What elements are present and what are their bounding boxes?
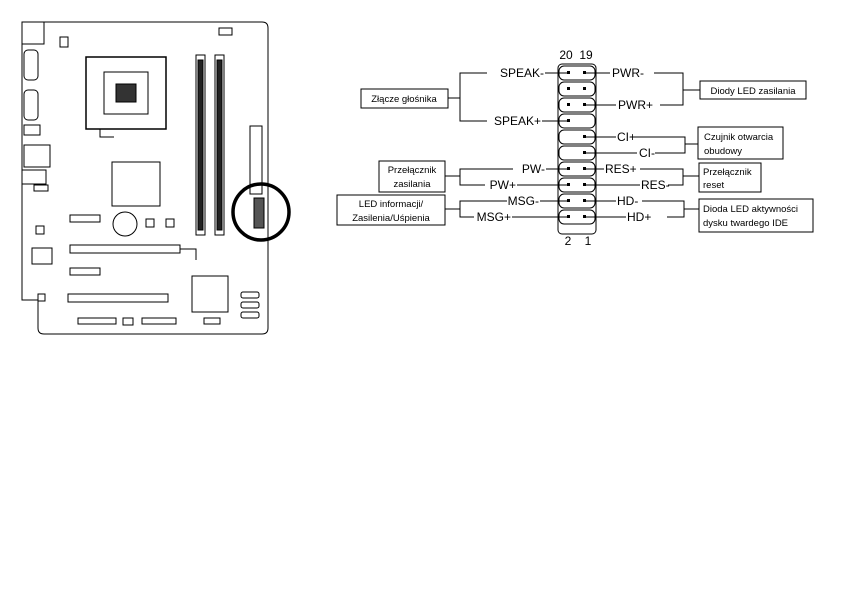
- atx-power-connector: [249, 125, 263, 195]
- pin: [567, 199, 570, 202]
- chassis-intrusion-label-line-1: Czujnik otwarcia: [704, 132, 774, 143]
- hdd-led-label-box: [698, 198, 814, 233]
- dimm-slot-2: [214, 54, 225, 236]
- sata-connector-2: [240, 301, 260, 309]
- pcie-x1-slot-1: [69, 214, 101, 223]
- pin: [567, 87, 570, 90]
- pcie-x1-slot-2: [69, 267, 101, 276]
- rear-io-usb: [23, 124, 41, 136]
- signal-speak-plus: SPEAK+: [494, 114, 541, 128]
- power-switch-label-line-1: Przełącznik: [388, 165, 437, 176]
- signal-res-minus: RES-: [641, 178, 670, 192]
- pin-number-20: 20: [559, 48, 573, 62]
- message-led-label-line-2: Zasilenia/Uśpienia: [352, 213, 430, 224]
- board-outline: [21, 21, 269, 335]
- sata-connector-1: [240, 291, 260, 299]
- signal-pwr-minus: PWR-: [612, 66, 644, 80]
- cpu-die: [115, 83, 137, 103]
- bottom-header-4: [203, 317, 221, 325]
- power-led-label: Diody LED zasilania: [710, 86, 796, 97]
- pin: [567, 167, 570, 170]
- motherboard-layout: [21, 21, 291, 335]
- pin-rows: [558, 65, 596, 225]
- small-square-left-2: [37, 293, 46, 302]
- rear-io-ps2: [21, 21, 45, 45]
- rear-io-audio: [21, 169, 47, 185]
- bottom-header-1: [77, 317, 117, 325]
- message-led-label-box: [336, 194, 446, 226]
- cpu-socket-inner: [103, 71, 149, 115]
- dimm-slot-2-fill: [216, 59, 223, 231]
- io-chip: [31, 247, 53, 265]
- pin: [567, 215, 570, 218]
- dimm-slot-1: [195, 54, 206, 236]
- pci-slot: [67, 293, 169, 303]
- power-switch-label-line-2: zasilania: [394, 179, 432, 190]
- power-led-label-box: [699, 80, 807, 100]
- cmos-battery: [112, 211, 138, 237]
- front-panel-header-highlight: [231, 182, 291, 242]
- hdd-led-label-line-2: dysku twardego IDE: [703, 218, 788, 229]
- signal-res-plus: RES+: [605, 162, 637, 176]
- signal-hd-minus: HD-: [617, 194, 638, 208]
- cpu-fan-header: [218, 27, 233, 36]
- label-boxes: [336, 80, 814, 233]
- chassis-intrusion-label-box: [697, 126, 784, 160]
- pin-number-2: 2: [565, 234, 572, 248]
- bottom-header-3: [141, 317, 177, 325]
- connector-lines: [445, 72, 700, 218]
- pin-row: [558, 81, 596, 97]
- signal-msg-minus: MSG-: [508, 194, 539, 208]
- hdd-led-label-line-1: Dioda LED aktywności: [703, 204, 798, 215]
- pin: [567, 119, 570, 122]
- pin-number-1: 1: [585, 234, 592, 248]
- pin: [567, 71, 570, 74]
- signal-hd-plus: HD+: [627, 210, 651, 224]
- cpu-lever: [99, 129, 114, 138]
- pin-header: [557, 63, 597, 235]
- signal-pw-plus: PW+: [490, 178, 516, 192]
- speaker-label: Złącze głośnika: [371, 94, 437, 105]
- signal-pwr-plus: PWR+: [618, 98, 653, 112]
- signal-msg-plus: MSG+: [477, 210, 511, 224]
- speaker-label-box: [360, 88, 449, 109]
- rear-io-audio-2: [33, 184, 49, 192]
- rear-io-vga: [23, 49, 39, 81]
- northbridge-chipset: [111, 161, 161, 207]
- dimm-slot-1-fill: [197, 59, 204, 231]
- rear-io-dvi: [23, 89, 39, 121]
- atx-12v-connector: [59, 36, 69, 48]
- signal-speak-minus: SPEAK-: [500, 66, 544, 80]
- sata-connector-3: [240, 311, 260, 319]
- pin-number-labels: 20 19 2 1: [559, 48, 593, 248]
- reset-switch-label-line-1: Przełącznik: [703, 167, 752, 178]
- reset-switch-label-box: [698, 162, 762, 193]
- pin-number-19: 19: [579, 48, 593, 62]
- small-square-left: [35, 225, 45, 235]
- southbridge-chipset: [191, 275, 229, 313]
- reset-switch-label-line-2: reset: [703, 180, 724, 191]
- signal-labels: SPEAK- SPEAK+ PWR- PWR+ CI+ CI- PW- PW+ …: [477, 66, 670, 224]
- header-outline: [557, 63, 597, 235]
- small-chip-2: [165, 218, 175, 228]
- power-switch-label-box: [378, 160, 446, 193]
- bottom-header-2: [122, 317, 134, 326]
- description-labels: Złącze głośnika Diody LED zasilania Czuj…: [352, 86, 798, 229]
- small-chip-1: [145, 218, 155, 228]
- message-led-label-line-1: LED informacji/: [359, 199, 424, 210]
- signal-ci-plus: CI+: [617, 130, 636, 144]
- chassis-intrusion-label-line-2: obudowy: [704, 146, 742, 157]
- signal-pw-minus: PW-: [522, 162, 545, 176]
- pcie-x16-latch: [180, 248, 197, 260]
- pin: [567, 103, 570, 106]
- rear-io-lan: [23, 144, 51, 168]
- cpu-socket: [85, 56, 167, 130]
- pcie-x16-slot: [69, 244, 181, 254]
- signal-ci-minus: CI-: [639, 146, 655, 160]
- pin: [567, 183, 570, 186]
- pin: [583, 87, 586, 90]
- front-panel-header-on-board: [253, 197, 265, 229]
